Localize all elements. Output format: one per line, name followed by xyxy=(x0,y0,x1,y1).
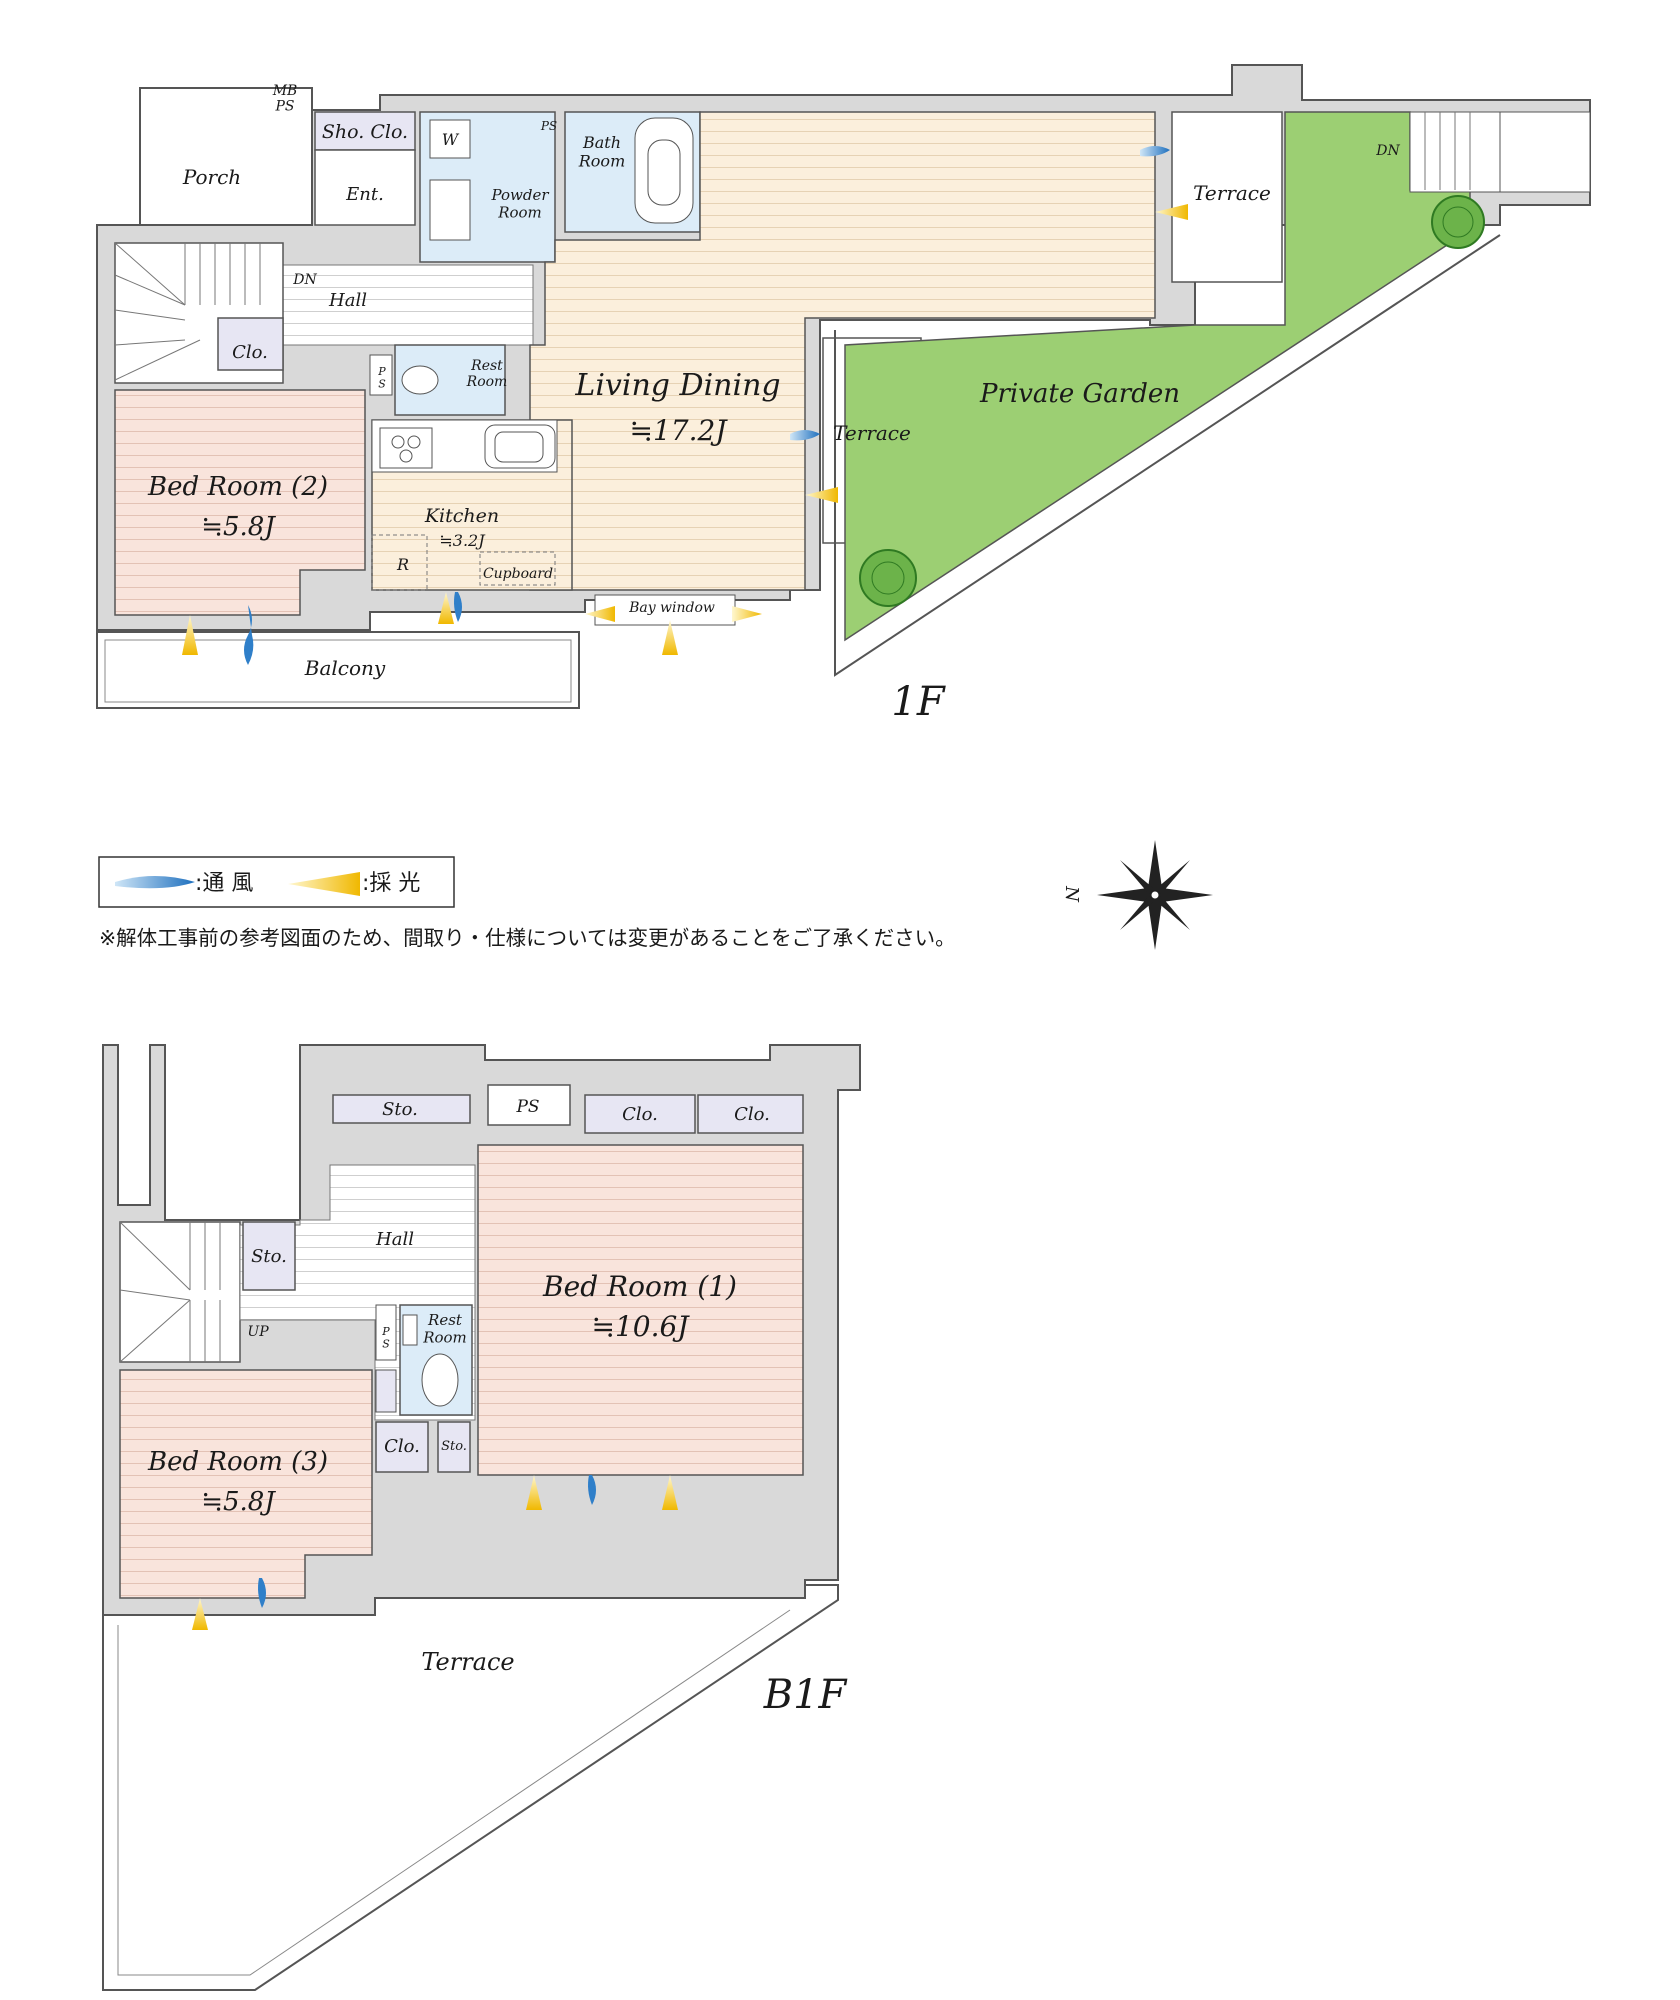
ps-bath-label: PS xyxy=(540,119,557,133)
floor-1f-label: 1F xyxy=(891,679,945,725)
light-marker-icon xyxy=(182,204,1188,655)
terrace-b1f-label: Terrace xyxy=(421,1648,514,1676)
label-line: Powder xyxy=(490,186,549,204)
hall-b1f-label: Hall xyxy=(375,1229,414,1250)
kitchen-label: Kitchen xyxy=(424,505,499,527)
label-line: Rest xyxy=(427,1311,463,1329)
label-line: Room xyxy=(466,374,508,390)
wind-legend-label: :通 風 xyxy=(195,871,253,896)
closet-2-b1f xyxy=(697,1094,804,1134)
tree-icon xyxy=(1431,195,1485,249)
label-line: Bath xyxy=(582,133,621,152)
light-legend-label: :採 光 xyxy=(362,871,420,896)
balcony-label: Balcony xyxy=(304,656,386,680)
legend: :通 風 :採 光 xyxy=(98,856,455,908)
light-marker-icon xyxy=(192,1475,678,1630)
compass-north-label: N xyxy=(1061,885,1082,903)
label-line: P xyxy=(381,1325,390,1338)
closet-3-b1f xyxy=(375,1421,429,1473)
cupboard-label: Cupboard xyxy=(483,566,553,582)
bed-room-1-size: ≒10.6J xyxy=(591,1310,690,1343)
closet-label-1f: Clo. xyxy=(232,342,268,363)
terrace-north xyxy=(1171,111,1283,283)
bed-room-1-area xyxy=(477,1144,804,1476)
bay-window-label: Bay window xyxy=(628,600,715,616)
bed-room-3-area xyxy=(119,1369,373,1599)
label-line: P xyxy=(377,365,386,378)
storage-small-b1f-label: Sto. xyxy=(441,1439,467,1454)
label-line: S xyxy=(378,378,386,391)
label-line: Rest xyxy=(470,358,503,374)
private-garden-label: Private Garden xyxy=(979,379,1180,409)
storage-stair xyxy=(242,1221,296,1291)
up-label: UP xyxy=(247,1324,269,1340)
kitchen-size: ≒3.2J xyxy=(439,531,486,550)
label-line: PS xyxy=(274,98,294,114)
label-line: Room xyxy=(422,1328,467,1346)
stairs-b1f xyxy=(119,1221,241,1363)
light-legend-icon xyxy=(288,872,360,896)
hall-area xyxy=(282,264,534,346)
bed-room-2-label: Bed Room (2) xyxy=(147,472,328,502)
bay-window xyxy=(594,594,736,626)
entrance-label: Ent. xyxy=(345,184,384,205)
closet-3-b1f-label: Clo. xyxy=(384,1436,420,1457)
wind-marker-icon xyxy=(244,146,1170,665)
storage-stair-label: Sto. xyxy=(251,1246,287,1267)
bed-room-1-label: Bed Room (1) xyxy=(542,1270,737,1303)
note-text: ※解体工事前の参考図面のため、間取り・仕様については変更があることをご了承くださ… xyxy=(99,926,956,950)
terrace-north-label: Terrace xyxy=(1193,181,1271,205)
entrance xyxy=(314,149,416,226)
wind-marker-icon xyxy=(258,1475,596,1608)
bed-room-2-area xyxy=(114,389,366,616)
hall-label-1f: Hall xyxy=(328,290,367,311)
storage-top xyxy=(332,1094,471,1124)
mb-label: MB xyxy=(272,83,298,99)
shoe-closet-label: Sho. Clo. xyxy=(322,121,408,143)
living-dining-label: Living Dining xyxy=(574,368,780,403)
dn-garden-label: DN xyxy=(1375,143,1400,159)
terrace-mid-label: Terrace xyxy=(833,421,911,445)
washer-label: W xyxy=(442,130,460,149)
label-line: Room xyxy=(497,203,542,221)
living-dining-size: ≒17.2J xyxy=(629,414,728,447)
label-line: S xyxy=(382,1338,390,1351)
storage-top-label: Sto. xyxy=(382,1099,418,1120)
fridge-label: R xyxy=(396,555,409,574)
living-dining-area xyxy=(529,111,1156,591)
wind-legend-icon xyxy=(115,876,195,889)
closet-1-b1f-label: Clo. xyxy=(622,1104,658,1125)
porch-area xyxy=(139,87,313,226)
dn-label-1f: DN xyxy=(292,272,317,288)
closet-1f xyxy=(217,317,284,371)
closet-1-b1f xyxy=(584,1094,696,1134)
label-line: Room xyxy=(578,151,625,170)
ps-b1f-label: PS xyxy=(515,1097,539,1117)
porch-label: Porch xyxy=(182,165,241,189)
tree-icon xyxy=(859,549,917,607)
ps-b1f xyxy=(487,1084,571,1126)
balcony-area xyxy=(96,631,580,709)
bed-room-3-size: ≒5.8J xyxy=(201,1487,276,1517)
closet-2-b1f-label: Clo. xyxy=(734,1104,770,1125)
bed-room-2-size: ≒5.8J xyxy=(201,512,276,542)
terrace-b1f-area xyxy=(102,1584,839,1991)
shoe-closet xyxy=(314,111,416,151)
floor-b1f-label: B1F xyxy=(763,1672,848,1718)
compass-rose-icon xyxy=(1097,840,1213,950)
bed-room-3-label: Bed Room (3) xyxy=(147,1447,328,1477)
storage-small-b1f xyxy=(437,1421,471,1473)
